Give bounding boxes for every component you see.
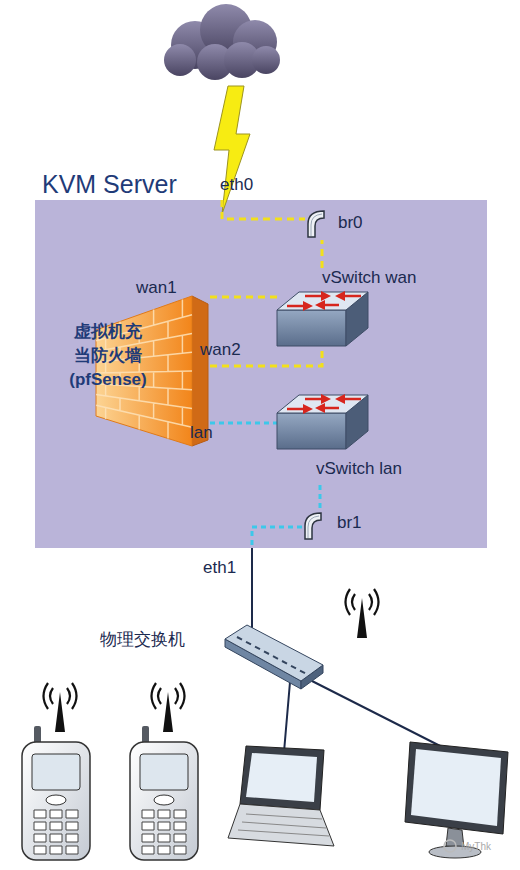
- switch-top: [225, 625, 323, 681]
- bridge-icon: [305, 208, 327, 238]
- cloud-puff: [224, 42, 260, 78]
- bridge-port: br1: [302, 510, 364, 540]
- cloud-puff: [197, 44, 233, 80]
- bridge-label: br1: [337, 513, 362, 533]
- bridge-shade: [308, 516, 319, 538]
- switch-top: [277, 395, 368, 413]
- bridge-label: br0: [338, 213, 363, 233]
- switch-arrow: [287, 305, 309, 308]
- switch-label: vSwitch wan: [322, 268, 416, 288]
- internet-cloud: [164, 4, 280, 80]
- mobile-phone: [130, 726, 198, 860]
- virtual-switch: vSwitch lan: [275, 393, 435, 485]
- bridge-pipe: [305, 513, 321, 539]
- cloud-puff: [164, 44, 196, 76]
- switch-arrow: [339, 398, 361, 401]
- cloud-puff: [171, 21, 219, 69]
- device-wire: [284, 681, 452, 752]
- bridge-icon: [302, 510, 324, 540]
- watermark: MyThk: [461, 840, 491, 854]
- mobile-phone: [22, 726, 90, 860]
- link-label: eth1: [203, 558, 236, 578]
- firewall-vm: 虚拟机充 当防火墙 (pfSense): [58, 290, 210, 450]
- switch-front: [277, 310, 346, 346]
- cloud-puff: [233, 20, 277, 64]
- server-frame: KVM Server br0 vSwitch wan 虚拟机充 当防火墙 (pfSen…: [35, 165, 487, 548]
- bridge-pipe: [308, 211, 324, 237]
- laptop-base: [228, 804, 334, 846]
- laptop-screen: [246, 753, 317, 802]
- switch-icon: [275, 290, 370, 348]
- bridge-port: br0: [305, 208, 367, 240]
- switch-arrow: [319, 304, 339, 307]
- radio-symbol: [346, 589, 379, 638]
- switch-label: 物理交换机: [100, 630, 185, 650]
- lightning-bolt: [214, 86, 250, 214]
- laptop-lid: [240, 746, 324, 810]
- watermark-icon: [444, 840, 456, 852]
- virtual-switch: vSwitch wan: [275, 268, 445, 348]
- laptop-computer: [228, 746, 334, 846]
- cloud-puff: [200, 4, 252, 56]
- wall-bricks: [96, 299, 192, 438]
- desktop-monitor: [405, 742, 508, 858]
- link-label: wan1: [136, 278, 177, 298]
- server-title: KVM Server: [42, 170, 177, 199]
- laptop-keys: [238, 814, 329, 836]
- link-segment: [251, 548, 253, 628]
- firewall-label: 虚拟机充 当防火墙 (pfSense): [58, 320, 158, 392]
- switch-front: [277, 413, 346, 449]
- switch-arrow: [287, 408, 309, 411]
- cloud-puff: [252, 46, 280, 74]
- switch-arrow: [339, 295, 361, 298]
- switch-label: vSwitch lan: [316, 459, 402, 479]
- monitor-screen: [411, 749, 501, 826]
- physical-switch: 物理交换机: [95, 625, 325, 695]
- switch-ports: [237, 637, 305, 673]
- link-label: wan2: [200, 340, 241, 360]
- switch-arrow: [305, 295, 327, 298]
- monitor-frame: [405, 742, 508, 834]
- link-label: lan: [190, 423, 213, 443]
- switch-icon: [275, 393, 370, 451]
- radio-symbol: [44, 683, 77, 732]
- radio-symbol: [152, 683, 185, 732]
- switch-arrow: [305, 398, 327, 401]
- port-name: eth0: [220, 174, 253, 195]
- switch-arrow: [319, 407, 339, 410]
- switch-top: [277, 292, 368, 310]
- bridge-shade: [311, 214, 322, 236]
